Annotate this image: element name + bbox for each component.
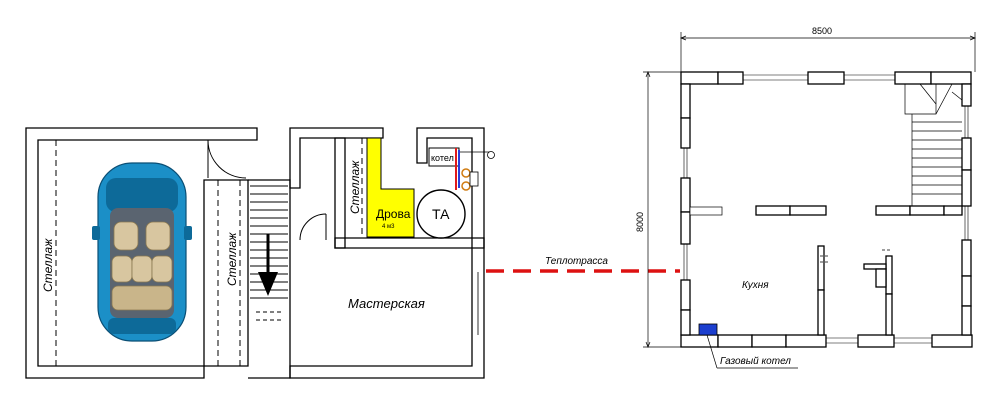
car-icon [92,162,192,342]
tank-label: ТА [432,206,450,222]
shelf-label: Стеллаж [348,160,362,214]
workshop-partition [334,237,485,249]
workshop-label: Мастерская [348,296,425,311]
garage-building [25,127,485,379]
firewood-volume-label: 4 м3 [382,224,395,230]
stair-direction-arrow [258,234,278,296]
kitchen-label: Кухня [742,280,769,291]
firewood-storage [366,137,415,238]
workshop-wall [289,127,384,189]
gas-boiler-label: Газовый котел [720,356,791,367]
boiler-label: котел [431,153,454,163]
garage-wall [25,127,258,379]
house-windows [683,74,969,344]
shelf-label: Стеллаж [225,232,239,286]
chimney-icon [487,151,495,159]
staircase [250,185,288,321]
depth-dimension: 8000 [635,212,645,232]
heat-accumulator-tank [416,189,466,239]
garage-partition-wall [203,179,249,367]
door-arc [207,139,247,179]
boiler-unit [428,147,495,191]
shelf-outlines [55,138,363,366]
house-walls [680,71,973,348]
house-staircase [904,83,963,206]
house-fixture [689,206,723,216]
house-dimensions [643,32,976,348]
door-hints [820,249,892,263]
gas-boiler-leader [706,334,718,369]
gas-boiler-icon [698,323,718,336]
door-arc [299,213,327,241]
door-swings [207,139,327,241]
width-dimension: 8500 [812,26,832,36]
heat-pipe-label: Теплотрасса [545,256,608,267]
stair-outer-wall [248,179,291,379]
workshop-partition [334,137,346,249]
shelf-label: Стеллаж [41,238,55,292]
firewood-label: Дрова [376,207,411,221]
workshop-window [471,272,485,335]
